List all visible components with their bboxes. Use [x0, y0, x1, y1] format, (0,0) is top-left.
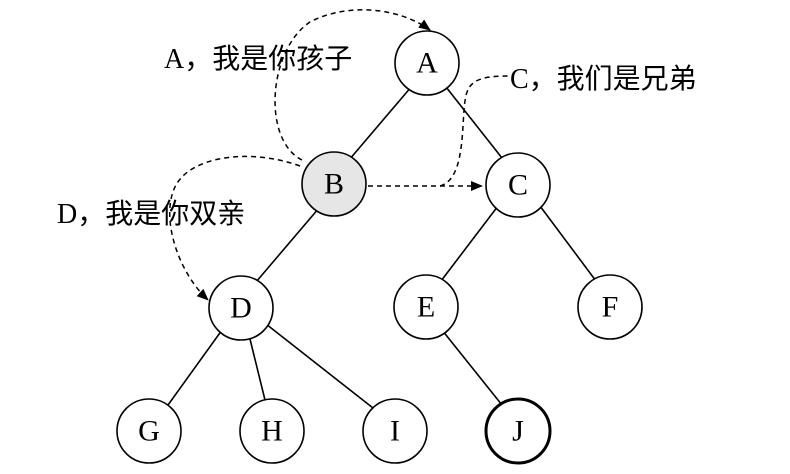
edge-e-j — [441, 329, 503, 406]
node-e-label: E — [417, 291, 435, 324]
node-d-label: D — [230, 292, 252, 325]
annotation-child-text: D，我是你双亲 — [57, 198, 245, 230]
relation-arrows — [169, 9, 509, 301]
node-h-circle — [239, 398, 305, 464]
node-g: G — [116, 398, 182, 464]
relation-arrow-sibling-label-link — [439, 75, 509, 187]
node-a-circle — [394, 30, 460, 96]
node-f-circle — [577, 274, 643, 340]
node-b-label: B — [324, 168, 344, 201]
node-a-label: A — [416, 47, 438, 80]
node-f-label: F — [602, 291, 619, 324]
node-e-circle — [393, 274, 459, 340]
edge-b-d — [255, 207, 320, 283]
edge-c-f — [539, 205, 597, 282]
node-c-label: C — [508, 169, 528, 202]
tree-edges — [167, 85, 597, 409]
node-j-label: J — [512, 415, 524, 448]
node-e: E — [393, 274, 459, 340]
node-b: B — [301, 151, 367, 217]
edge-d-h — [248, 334, 266, 401]
node-f: F — [577, 274, 643, 340]
node-h-label: H — [261, 415, 283, 448]
edge-d-i — [265, 323, 374, 409]
edge-a-b — [348, 85, 413, 161]
relation-arrow-child — [169, 155, 301, 301]
annotation-sibling-text: C，我们是兄弟 — [510, 63, 697, 95]
node-b-circle — [301, 151, 367, 217]
node-a: A — [394, 30, 460, 96]
node-g-circle — [116, 398, 182, 464]
node-j-circle — [484, 397, 552, 465]
node-c-circle — [485, 152, 551, 218]
node-g-label: G — [138, 415, 160, 448]
node-c: C — [485, 152, 551, 218]
node-j: J — [484, 397, 552, 465]
node-i: I — [362, 398, 428, 464]
edge-c-e — [440, 205, 499, 282]
node-h: H — [239, 398, 305, 464]
node-d: D — [208, 275, 274, 341]
node-i-label: I — [390, 415, 400, 448]
edge-d-g — [167, 329, 223, 406]
edge-a-c — [445, 86, 503, 159]
annotation-parent-text: A，我是你孩子 — [164, 43, 352, 75]
relation-arrow-parent — [274, 9, 431, 161]
node-d-circle — [208, 275, 274, 341]
node-i-circle — [362, 398, 428, 464]
